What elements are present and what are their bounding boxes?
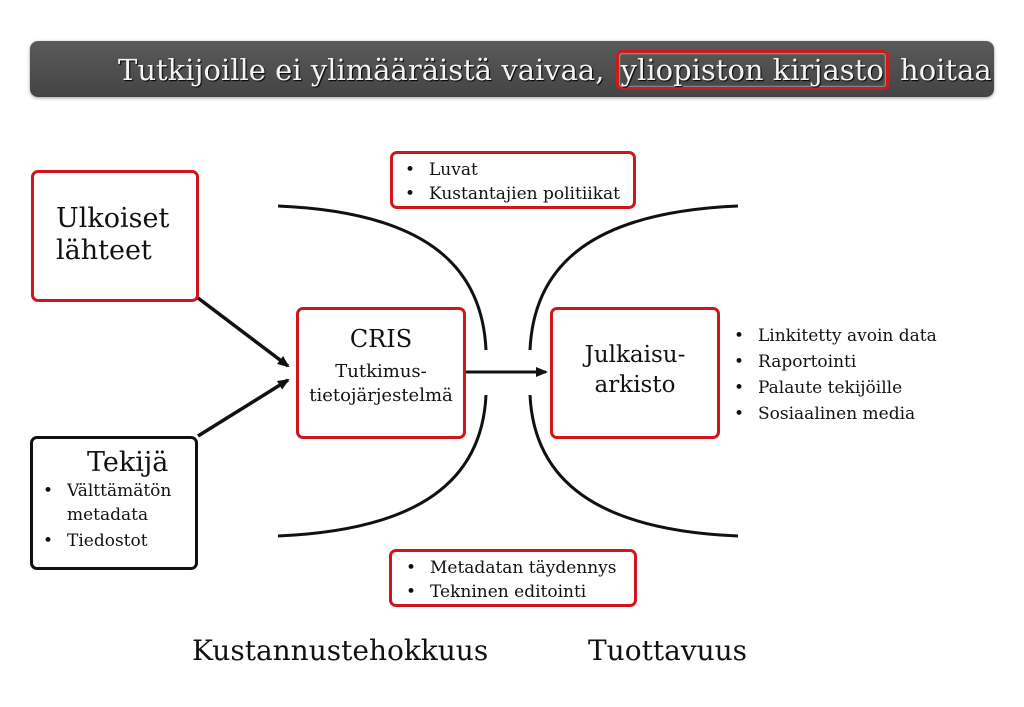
list-item: Välttämätön metadata (37, 479, 191, 527)
list-item: Kustantajien politiikat (399, 182, 627, 206)
external-sources-line1: Ulkoiset (56, 203, 170, 234)
external-sources-box: Ulkoiset lähteet (31, 170, 199, 302)
author-title: Tekijä (87, 447, 169, 478)
outputs-list-container: Linkitetty avoin data Raportointi Palaut… (728, 323, 937, 427)
external-sources-line2: lähteet (56, 235, 152, 266)
arrow-external-to-cris (196, 296, 290, 368)
right-upper-curve (528, 204, 739, 351)
cris-title: CRIS (349, 325, 413, 353)
list-item: Metadatan täydennys (400, 556, 626, 580)
author-item-text: Tiedostot (67, 531, 148, 551)
list-item: Luvat (399, 158, 627, 182)
author-box: Tekijä Välttämätön metadata Tiedostot (30, 436, 198, 570)
left-upper-curve (277, 204, 488, 351)
title-highlight: yliopiston kirjasto (615, 50, 889, 90)
slide-title: Tutkijoille ei ylimääräistä vaivaa, ylio… (118, 50, 992, 90)
list-item: Linkitetty avoin data (728, 323, 937, 349)
right-lower-curve (528, 394, 739, 538)
repository-box: Julkaisu- arkisto (550, 307, 720, 439)
author-list: Välttämätön metadata Tiedostot (37, 479, 191, 553)
editing-box: Metadatan täydennys Tekninen editointi (389, 549, 637, 607)
cris-box: CRIS Tutkimus- tietojärjestelmä (296, 307, 466, 439)
editing-list: Metadatan täydennys Tekninen editointi (400, 556, 626, 604)
repository-line2: arkisto (594, 372, 676, 398)
productivity-label: Tuottavuus (588, 634, 748, 667)
list-item: Palaute tekijöille (728, 375, 937, 401)
permissions-box: Luvat Kustantajien politiikat (390, 151, 636, 209)
repository-line1: Julkaisu- (584, 342, 686, 368)
author-item-text: Välttämätön metadata (67, 481, 172, 525)
cost-efficiency-label: Kustannustehokkuus (192, 634, 489, 667)
cris-line1: Tutkimus- (335, 361, 427, 382)
title-text-start: Tutkijoille ei ylimääräistä vaivaa, (118, 53, 614, 87)
list-item: Sosiaalinen media (728, 401, 937, 427)
permissions-list: Luvat Kustantajien politiikat (399, 158, 627, 206)
list-item: Tiedostot (37, 529, 191, 553)
cris-line2: tietojärjestelmä (309, 385, 453, 406)
arrow-author-to-cris (197, 378, 290, 438)
outputs-list: Linkitetty avoin data Raportointi Palaut… (728, 323, 937, 427)
title-text-end: hoitaa (890, 53, 992, 87)
list-item: Tekninen editointi (400, 580, 626, 604)
left-lower-curve (277, 394, 488, 538)
list-item: Raportointi (728, 349, 937, 375)
